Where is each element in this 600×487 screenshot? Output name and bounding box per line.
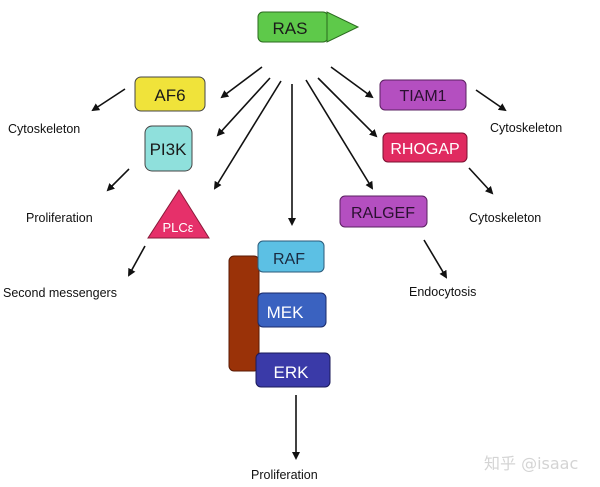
- pi3k-box: [144, 125, 193, 172]
- arrow-ras-to-af6: [220, 66, 263, 99]
- outcome-tiam1-cytoskeleton: Cytoskeleton: [490, 121, 562, 135]
- raf-box: [257, 240, 325, 273]
- outcome-plce-second-messengers: Second messengers: [3, 286, 117, 300]
- node-af6: AF6: [134, 76, 206, 112]
- node-plce: PLCε: [147, 189, 210, 239]
- watermark: 知乎 @isaac: [484, 454, 578, 473]
- arrow-ras-to-ralgef: [305, 79, 374, 190]
- rhogap-box: [382, 132, 468, 163]
- node-ralgef: RALGEF: [339, 195, 428, 228]
- tiam1-label: TIAM1: [399, 88, 446, 105]
- outcome-erk-proliferation: Proliferation: [251, 468, 318, 482]
- node-rhogap: RHOGAP: [382, 132, 468, 163]
- arrow-ras-to-tiam1: [330, 66, 374, 99]
- arrow-ras-to-plce: [213, 80, 282, 190]
- outcome-ralgef-endocytosis: Endocytosis: [409, 285, 476, 299]
- arrow-ras-to-rhogap: [317, 77, 378, 138]
- arrows: [91, 66, 507, 460]
- arrow-ras-to-pi3k: [216, 77, 271, 137]
- node-tiam1: TIAM1: [379, 79, 467, 111]
- node-ras: RAS: [257, 11, 360, 43]
- erk-box: [255, 352, 331, 388]
- ras-label: RAS: [273, 19, 308, 38]
- plce-label: PLCε: [162, 220, 193, 235]
- mapk-module: RAF MEK ERK: [228, 240, 331, 388]
- arrow-af6-to-cytoskeleton: [91, 88, 126, 112]
- outcome-labels: Cytoskeleton Proliferation Second messen…: [3, 121, 562, 482]
- ralgef-label: RALGEF: [351, 205, 415, 222]
- ras-arrow-head: [326, 11, 360, 43]
- mek-box: [257, 292, 327, 328]
- scaffold-bar: [228, 255, 260, 372]
- ralgef-box: [339, 195, 428, 228]
- mek-label: MEK: [267, 303, 305, 322]
- rhogap-label: RHOGAP: [390, 141, 459, 158]
- tiam1-box: [379, 79, 467, 111]
- outcome-pi3k-proliferation: Proliferation: [26, 211, 93, 225]
- erk-label: ERK: [274, 363, 310, 382]
- arrow-tiam1-to-cytoskeleton: [475, 89, 507, 112]
- arrow-ralgef-to-endocytosis: [423, 239, 448, 279]
- arrow-pi3k-to-proliferation: [106, 168, 130, 192]
- raf-label: RAF: [273, 251, 305, 268]
- plce-triangle: [147, 189, 210, 239]
- outcome-af6-cytoskeleton: Cytoskeleton: [8, 122, 80, 136]
- pi3k-label: PI3K: [150, 140, 188, 159]
- af6-box: [134, 76, 206, 112]
- af6-label: AF6: [154, 86, 185, 105]
- arrow-plce-to-second-messengers: [128, 245, 146, 277]
- node-pi3k: PI3K: [144, 125, 193, 172]
- arrow-rhogap-to-cytoskeleton: [468, 167, 494, 195]
- outcome-rhogap-cytoskeleton: Cytoskeleton: [469, 211, 541, 225]
